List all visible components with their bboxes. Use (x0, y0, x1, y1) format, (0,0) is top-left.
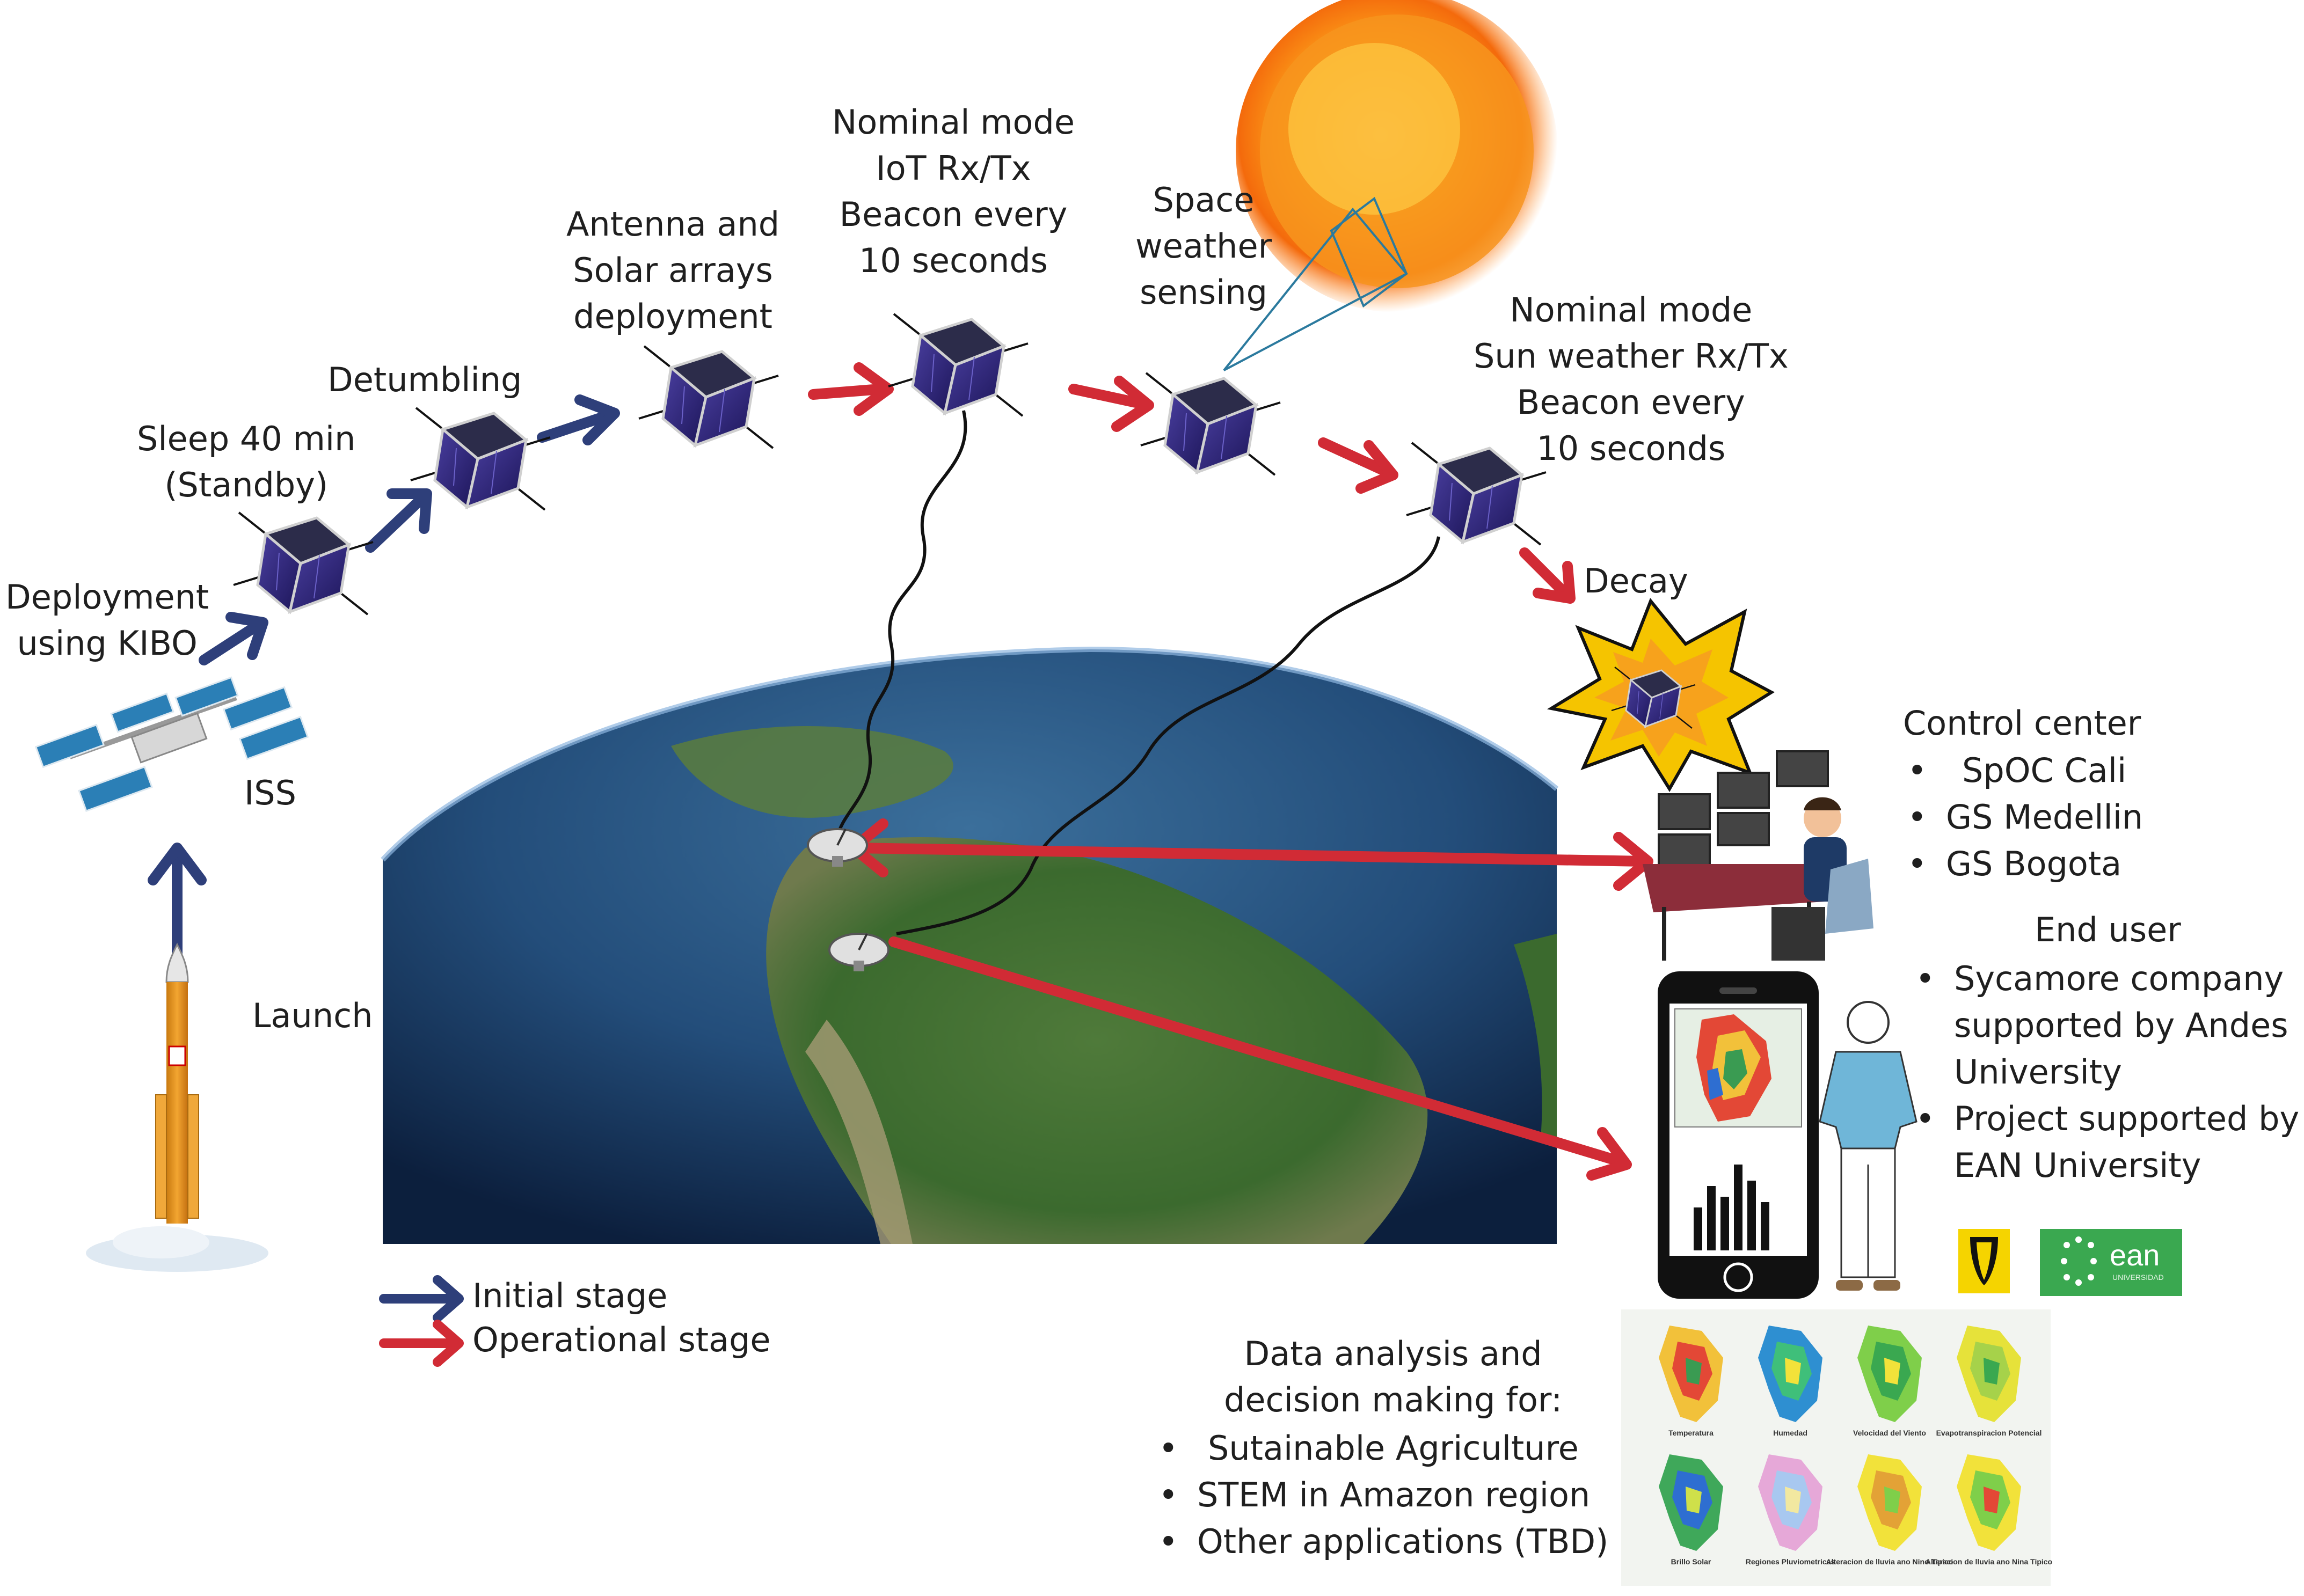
label-deployment: Deployment using KIBO (5, 577, 209, 663)
colombia-map: Regiones Pluviometricas (1746, 1454, 1835, 1566)
list-item: Sycamore company supported by Andes Univ… (1911, 955, 2299, 1095)
sun-image (1223, 0, 1558, 371)
data-analysis-list: Sutainable Agriculture STEM in Amazon re… (1154, 1425, 1608, 1565)
earth-image (381, 646, 1559, 1244)
operational-arrows (808, 362, 1653, 1181)
colombia-map: Evapotranspiracion Potencial (1936, 1326, 2042, 1437)
label-nominal-iot: Nominal mode IoT Rx/Tx Beacon every 10 s… (832, 103, 1075, 280)
cubesat-iot (888, 314, 1028, 416)
colombia-map: Velocidad del Viento (1853, 1326, 1926, 1437)
map-caption: Humedad (1773, 1429, 1807, 1437)
ean-logo-text: ean (2110, 1238, 2160, 1272)
rocket-image (86, 942, 268, 1272)
list-item: GS Medellin (1903, 794, 2143, 840)
list-item: STEM in Amazon region (1154, 1471, 1608, 1518)
colombia-map: Alteracion de lluvia ano Nino Tipico (1826, 1454, 1953, 1566)
andes-university-logo (1958, 1229, 2010, 1293)
map-caption: Brillo Solar (1671, 1557, 1711, 1566)
colombia-map: Humedad (1758, 1326, 1822, 1437)
legend-operational: Operational stage (472, 1320, 771, 1359)
control-center-image (1643, 750, 1873, 961)
list-item: SpOC Cali (1903, 747, 2143, 794)
climate-maps-collage: Temperatura Humedad Velocidad del Viento Ev… (1621, 1309, 2052, 1586)
comm-link-sun (896, 536, 1440, 935)
label-decay: Decay (1584, 561, 1688, 601)
label-antenna: Antenna and Solar arrays deployment (566, 204, 780, 336)
map-caption: Alteracion de lluvia ano Nina Tipico (1926, 1557, 2052, 1566)
label-sleep: Sleep 40 min (Standby) (137, 419, 356, 504)
ean-university-logo: ean UNIVERSIDAD (2040, 1229, 2182, 1296)
label-detumbling: Detumbling (327, 360, 522, 399)
data-analysis-title: Data analysis and decision making for: (1224, 1334, 1563, 1419)
ground-station-1 (807, 828, 868, 867)
map-caption: Evapotranspiracion Potencial (1936, 1429, 2042, 1437)
list-item: Project supported by EAN University (1911, 1095, 2299, 1189)
label-launch: Launch (252, 996, 373, 1035)
map-caption: Regiones Pluviometricas (1746, 1557, 1835, 1566)
end-user-image (1819, 1001, 1917, 1291)
cubesat-deployment (639, 346, 778, 448)
comm-link-iot (836, 410, 967, 838)
end-user-title: End user (2035, 910, 2181, 949)
map-caption: Temperatura (1668, 1429, 1714, 1437)
label-nominal-sun: Nominal mode Sun weather Rx/Tx Beacon ev… (1474, 290, 1789, 468)
control-center-title: Control center (1903, 704, 2141, 743)
label-iss: ISS (244, 773, 296, 812)
end-user-list: Sycamore company supported by Andes Univ… (1911, 955, 2299, 1189)
phone-image (1658, 971, 1819, 1299)
colombia-map: Temperatura (1659, 1326, 1723, 1437)
cubesat-sleep (234, 513, 373, 614)
list-item: GS Bogota (1903, 840, 2143, 887)
colombia-map: Brillo Solar (1659, 1454, 1723, 1566)
list-item: Sutainable Agriculture (1154, 1425, 1608, 1471)
list-item: Other applications (TBD) (1154, 1518, 1608, 1565)
iss-image (34, 676, 309, 812)
decay-explosion (1547, 598, 1775, 792)
colombia-map: Alteracion de lluvia ano Nina Tipico (1926, 1454, 2052, 1566)
control-center-list: SpOC Cali GS Medellin GS Bogota (1903, 747, 2143, 887)
map-caption: Alteracion de lluvia ano Nino Tipico (1826, 1557, 1953, 1566)
label-space-weather: Space weather sensing (1135, 180, 1272, 312)
ean-logo-subtext: UNIVERSIDAD (2112, 1273, 2164, 1282)
legend-initial: Initial stage (472, 1276, 668, 1315)
map-caption: Velocidad del Viento (1853, 1429, 1926, 1437)
ground-station-2 (828, 933, 889, 971)
cubesat-space-weather (1141, 373, 1280, 475)
